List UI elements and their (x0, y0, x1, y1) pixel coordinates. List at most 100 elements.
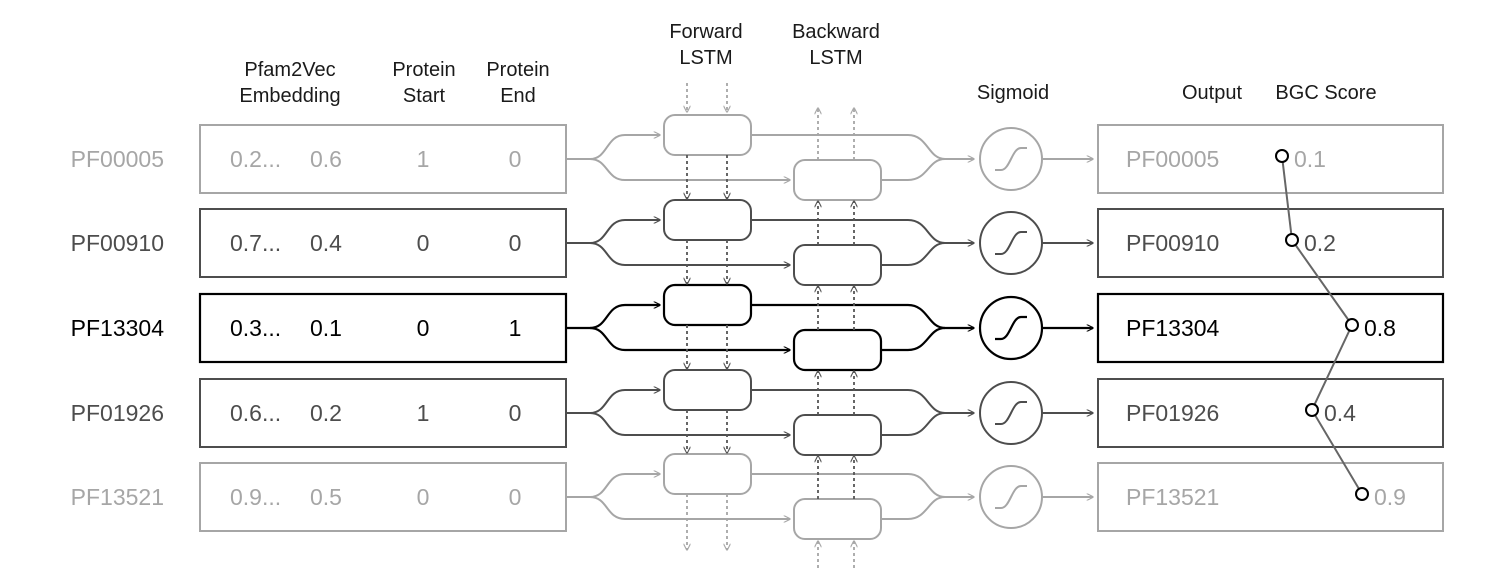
backward-lstm-header-line1: Backward (792, 21, 880, 43)
to-backward-arrow (589, 326, 790, 350)
to-backward-arrow (589, 158, 790, 180)
output-pfam-label: PF00910 (1126, 230, 1219, 256)
protein-start-value: 0 (417, 484, 430, 510)
score-label: 0.2 (1304, 230, 1336, 256)
sigmoid-header: Sigmoid (977, 82, 1049, 104)
score-point (1345, 318, 1359, 332)
input-vector-box (199, 462, 567, 532)
embedding-value-first: 0.9... (230, 484, 281, 510)
embedding-value-first: 0.6... (230, 400, 281, 426)
embedding-value-last: 0.5 (310, 484, 342, 510)
score-label: 0.4 (1324, 400, 1356, 426)
score-point (1355, 487, 1369, 501)
pfam-label: PF00910 (71, 230, 164, 256)
backward-lstm-cell (793, 498, 882, 540)
output-box (1097, 378, 1444, 448)
protein-end-value: 0 (509, 146, 522, 172)
to-forward-arrow (566, 474, 660, 498)
backward-merge-line (881, 243, 974, 266)
embedding-value-first: 0.2... (230, 146, 281, 172)
backward-lstm-cell (793, 159, 882, 201)
sigmoid-curve-icon (995, 401, 1027, 425)
protein-end-header-line1: Protein (486, 59, 549, 81)
forward-merge-line (751, 303, 946, 330)
protein-start-value: 0 (417, 315, 430, 341)
to-forward-arrow (566, 220, 660, 244)
protein-start-value: 1 (417, 400, 430, 426)
input-vector-box (198, 292, 568, 364)
forward-lstm-header-line1: Forward (669, 21, 742, 43)
sigmoid-curve-icon (995, 485, 1027, 509)
score-label: 0.9 (1374, 484, 1406, 510)
output-header: Output (1182, 82, 1242, 104)
forward-merge-line (751, 473, 946, 498)
to-backward-arrow (589, 412, 790, 435)
output-box (1097, 124, 1444, 194)
backward-merge-line (881, 159, 974, 181)
score-label: 0.1 (1294, 146, 1326, 172)
column-headers: Pfam2Vec Embedding Protein Start Protein… (239, 21, 1376, 107)
backward-lstm-cell (793, 414, 882, 456)
embedding-value-first: 0.7... (230, 230, 281, 256)
output-box (1097, 462, 1444, 532)
backward-merge-line (881, 328, 974, 352)
forward-merge-line (751, 134, 946, 160)
lstm-recurrent-connections (687, 83, 854, 568)
sigmoid-curve-icon (995, 147, 1027, 171)
pfam-label: PF13521 (71, 484, 164, 510)
pfam-label: PF00005 (71, 146, 164, 172)
to-forward-arrow (566, 390, 660, 414)
output-pfam-label: PF13521 (1126, 484, 1219, 510)
score-point (1305, 403, 1319, 417)
backward-lstm-header-line2: LSTM (809, 47, 862, 69)
protein-start-header-line2: Start (403, 85, 446, 107)
embedding-header-line1: Pfam2Vec (244, 59, 335, 81)
forward-merge-line (751, 219, 946, 244)
forward-merge-line (751, 389, 946, 414)
score-point (1275, 149, 1289, 163)
forward-lstm-header-line2: LSTM (679, 47, 732, 69)
row-pf13521: PF13521 0.9... 0.5 0 0 PF13521 (71, 453, 1444, 540)
backward-merge-line (881, 413, 974, 436)
to-backward-arrow (589, 496, 790, 519)
row-pf01926: PF01926 0.6... 0.2 1 0 PF01926 (71, 369, 1444, 456)
forward-lstm-cell (662, 283, 753, 327)
to-forward-arrow (566, 305, 660, 330)
forward-lstm-cell (663, 114, 752, 156)
forward-lstm-cell (663, 453, 752, 495)
pfam-label: PF13304 (71, 315, 165, 341)
forward-lstm-cell (663, 369, 752, 411)
protein-start-header-line1: Protein (392, 59, 455, 81)
output-pfam-label: PF00005 (1126, 146, 1219, 172)
protein-start-value: 0 (417, 230, 430, 256)
protein-start-value: 1 (417, 146, 430, 172)
to-backward-arrow (589, 242, 790, 265)
to-forward-arrow (566, 135, 660, 160)
embedding-value-last: 0.6 (310, 146, 342, 172)
score-label: 0.8 (1364, 315, 1396, 341)
row-pf13304: PF13304 0.3... 0.1 0 1 PF13304 (71, 283, 1445, 372)
backward-merge-line (881, 497, 974, 520)
output-pfam-label: PF01926 (1126, 400, 1219, 426)
pfam-label: PF01926 (71, 400, 164, 426)
bgc-score-header: BGC Score (1275, 82, 1376, 104)
backward-lstm-cell (793, 244, 882, 286)
output-pfam-label: PF13304 (1126, 315, 1220, 341)
embedding-value-first: 0.3... (230, 315, 281, 341)
embedding-value-last: 0.1 (310, 315, 342, 341)
forward-lstm-cell (663, 199, 752, 241)
protein-end-value: 0 (509, 400, 522, 426)
protein-end-value: 1 (509, 315, 522, 341)
input-vector-box (199, 208, 567, 278)
embedding-value-last: 0.2 (310, 400, 342, 426)
protein-end-value: 0 (509, 484, 522, 510)
output-box (1097, 208, 1444, 278)
input-vector-box (199, 378, 567, 448)
score-point (1285, 233, 1299, 247)
sigmoid-curve-icon (995, 315, 1027, 341)
sigmoid-curve-icon (995, 231, 1027, 255)
embedding-value-last: 0.4 (310, 230, 342, 256)
